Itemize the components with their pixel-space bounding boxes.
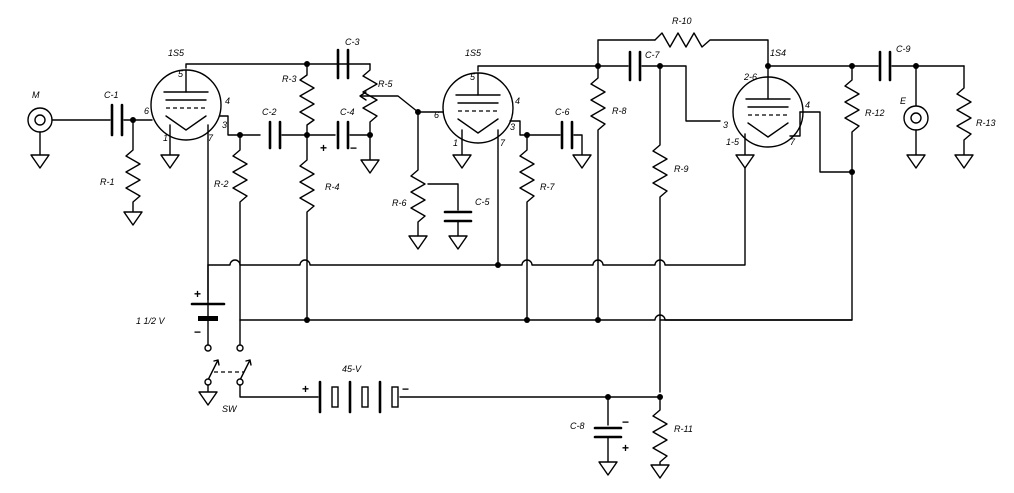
v2-pin3: 3 — [510, 122, 515, 132]
c1-label: C-1 — [104, 90, 119, 100]
v3-type: 1S4 — [770, 48, 786, 58]
r3-label: R-3 — [282, 74, 297, 84]
capacitor-c6 — [560, 120, 574, 150]
v1-pin3: 3 — [222, 120, 227, 130]
capacitor-c7 — [628, 50, 642, 82]
switch-label: SW — [222, 404, 238, 414]
v2-pin5: 5 — [470, 72, 476, 82]
filament-battery — [190, 302, 226, 321]
capacitor-c5 — [443, 210, 473, 223]
r6-label: R-6 — [392, 198, 407, 208]
v1-pin4: 4 — [225, 96, 230, 106]
filament-bus — [207, 167, 746, 266]
output-jack[interactable] — [903, 105, 929, 169]
tube-v1 — [150, 69, 222, 141]
svg-text:−: − — [194, 325, 201, 339]
r1-label: R-1 — [100, 177, 115, 187]
filament-battery-label: 1 1/2 V — [136, 316, 166, 326]
r8-label: R-8 — [612, 106, 627, 116]
resistor-r9 — [652, 65, 668, 393]
v3-pin15: 1-5 — [726, 137, 740, 147]
resistor-r7 — [519, 134, 535, 321]
svg-text:−: − — [350, 141, 357, 155]
capacitor-c3 — [336, 48, 350, 80]
r7-label: R-7 — [540, 182, 555, 192]
c6-label: C-6 — [555, 107, 570, 117]
r11-label: R-11 — [674, 424, 693, 434]
v2-pin1: 1 — [453, 138, 458, 148]
v1-pin6: 6 — [144, 106, 149, 116]
resistor-r11 — [650, 396, 670, 479]
power-switch[interactable] — [204, 359, 252, 386]
tube-v2 — [442, 72, 514, 144]
v2-pin7: 7 — [500, 138, 506, 148]
input-jack-label: M — [32, 90, 40, 100]
svg-text:+: + — [622, 441, 629, 455]
c2-label: C-2 — [262, 107, 277, 117]
capacitor-c4 — [336, 120, 350, 150]
output-jack-label: E — [900, 96, 907, 106]
b-plus-bus — [239, 314, 853, 321]
c3-label: C-3 — [345, 37, 360, 47]
capacitor-c9 — [878, 50, 892, 82]
r12-label: R-12 — [865, 108, 885, 118]
v1-pin1: 1 — [163, 133, 168, 143]
v3-pin26: 2-6 — [743, 72, 757, 82]
capacitor-c1 — [110, 103, 124, 137]
plate-battery — [318, 380, 399, 414]
svg-text:−: − — [622, 415, 629, 429]
input-jack[interactable] — [27, 107, 53, 169]
v3-pin7: 7 — [790, 137, 796, 147]
c9-label: C-9 — [896, 44, 911, 54]
resistor-r6 — [408, 111, 428, 250]
resistor-r13 — [954, 65, 974, 169]
r4-label: R-4 — [325, 182, 340, 192]
c5-label: C-5 — [475, 197, 490, 207]
v1-pin5: 5 — [178, 69, 184, 79]
resistor-r3 — [299, 63, 315, 136]
c8-label: C-8 — [570, 421, 585, 431]
v1-type: 1S5 — [168, 48, 185, 58]
c4-label: C-4 — [340, 107, 355, 117]
svg-text:−: − — [402, 382, 409, 396]
resistor-r10 — [654, 32, 769, 67]
r2-label: R-2 — [214, 179, 229, 189]
tube-v3 — [732, 76, 804, 148]
svg-text:+: + — [320, 141, 327, 155]
v2-pin4: 4 — [515, 96, 520, 106]
v3-pin3: 3 — [723, 120, 728, 130]
r9-label: R-9 — [674, 164, 689, 174]
v2-pin6: 6 — [434, 110, 439, 120]
r13-label: R-13 — [976, 118, 996, 128]
plate-battery-label: 45-V — [342, 364, 362, 374]
r5-label: R-5 — [378, 79, 393, 89]
resistor-r5 — [360, 63, 380, 174]
svg-text:+: + — [194, 287, 201, 301]
svg-text:+: + — [302, 382, 309, 396]
resistor-r2 — [232, 134, 248, 321]
c7-label: C-7 — [645, 50, 660, 60]
r10-label: R-10 — [672, 16, 692, 26]
v1-pin7: 7 — [208, 133, 214, 143]
capacitor-c2 — [268, 120, 282, 150]
capacitor-c8 — [593, 426, 623, 439]
resistor-r8 — [590, 65, 606, 321]
resistor-r4 — [299, 134, 315, 321]
v2-type: 1S5 — [465, 48, 482, 58]
resistor-r1 — [123, 119, 143, 226]
v3-pin4: 4 — [805, 100, 810, 110]
resistor-r12 — [659, 65, 860, 321]
